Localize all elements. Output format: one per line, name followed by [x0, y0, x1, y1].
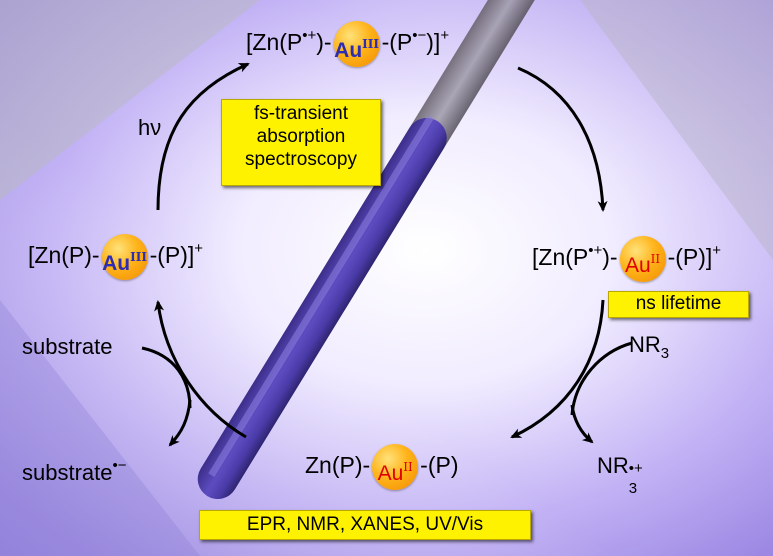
arrow-bottom-to-left	[154, 300, 247, 439]
charge: +	[712, 242, 722, 260]
substrate-rad-superscript: •−	[112, 457, 127, 474]
arrow-left-to-top	[156, 62, 250, 211]
complex-right-post: -(P)]	[667, 244, 713, 271]
charge: +	[440, 27, 450, 45]
radical-cation-mark: •+	[588, 242, 603, 260]
arrow-right-to-bottom	[510, 299, 605, 439]
oxidation-state: III	[130, 250, 147, 264]
arrow-substrate-out	[168, 399, 192, 447]
complex-left: [Zn(P)-AuIII-(P)]+	[28, 234, 203, 280]
complex-top-mid: )-	[316, 29, 332, 56]
complex-top: [Zn(P•+)-AuIII-(P•−)]+	[246, 21, 449, 67]
nr3-subscript: 3	[660, 345, 670, 362]
arrow-nr3-out	[570, 404, 594, 444]
metal-label: Au	[624, 254, 651, 277]
fs-line3: spectroscopy	[245, 149, 357, 170]
hv-label: hν	[138, 115, 162, 140]
arrow-substrate-in	[141, 346, 192, 409]
complex-top-prefix: [Zn(P	[246, 29, 303, 56]
fs-line2: absorption	[256, 126, 346, 147]
substrate-radical-anion: substrate•−	[22, 458, 127, 484]
complex-top-post: -(P	[381, 29, 413, 56]
complex-top-close: )]	[426, 29, 441, 56]
nr3-rad-superscript: •+	[628, 460, 643, 477]
complex-bottom-post: -(P)	[420, 452, 459, 479]
methods-box: EPR, NMR, XANES, UV/Vis	[199, 510, 531, 540]
metal-label: Au	[377, 462, 404, 485]
complex-bottom-prefix: Zn(P)-	[305, 452, 371, 479]
substrate-rad-text: substrate	[22, 460, 113, 485]
arrow-nr3-in	[570, 341, 633, 416]
nr3-reagent: NR3	[629, 332, 670, 362]
ns-lifetime-box: ns lifetime	[608, 291, 749, 318]
nr3-rad-text: NR	[597, 453, 629, 478]
gold-ball-au2-bottom: AuII	[372, 444, 419, 490]
methods-text: EPR, NMR, XANES, UV/Vis	[246, 514, 484, 535]
metal-label: Au	[334, 39, 363, 62]
complex-bottom: Zn(P)-AuII-(P)	[305, 444, 459, 490]
ns-lifetime-text: ns lifetime	[635, 293, 722, 314]
complex-right: [Zn(P•+)-AuII-(P)]+	[532, 236, 721, 282]
nr3-rad-subscript: 3	[628, 480, 638, 497]
oxidation-state: II	[650, 252, 661, 266]
complex-right-prefix: [Zn(P	[532, 244, 589, 271]
gold-ball-au3-left: AuIII	[101, 234, 148, 280]
nr3-text: NR	[629, 332, 661, 357]
radical-cation-mark: •+	[302, 27, 317, 45]
complex-left-prefix: [Zn(P)-	[28, 242, 100, 269]
arrow-top-to-right	[517, 66, 608, 212]
charge: +	[194, 240, 204, 258]
gold-ball-au2-right: AuII	[619, 236, 666, 282]
oxidation-state: III	[362, 37, 379, 51]
nmr-tube	[197, 0, 546, 500]
complex-left-post: -(P)]	[149, 242, 195, 269]
fs-transient-box: fs-transient absorption spectroscopy	[221, 99, 381, 186]
oxidation-state: II	[403, 460, 413, 474]
complex-right-mid: )-	[602, 244, 618, 271]
substrate-label: substrate	[22, 334, 113, 359]
nr3-radical-cation: NR 3 •+	[597, 453, 643, 497]
radical-anion-mark: •−	[412, 27, 427, 45]
metal-label: Au	[102, 252, 131, 275]
gold-ball-au3-top: AuIII	[333, 21, 380, 67]
fs-line1: fs-transient	[254, 103, 348, 124]
